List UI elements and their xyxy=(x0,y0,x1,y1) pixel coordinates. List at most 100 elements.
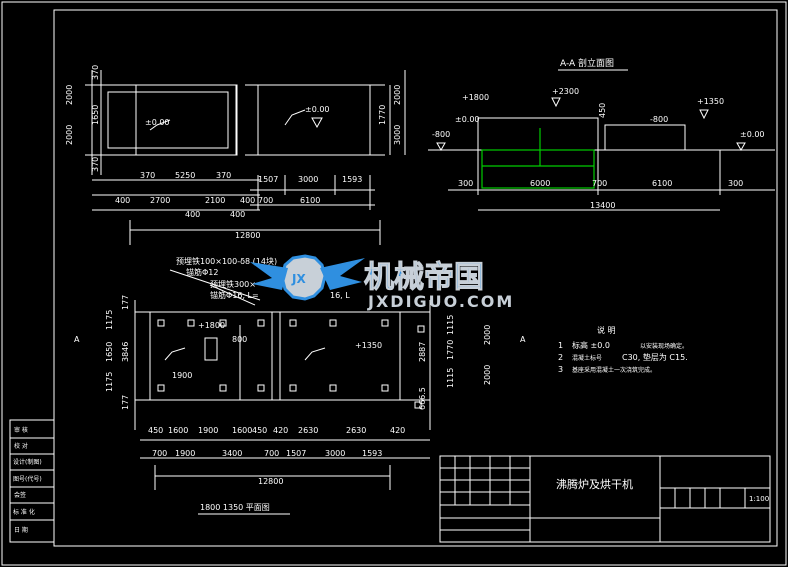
stamp-label: 日 期 xyxy=(14,526,28,534)
dim-text: 420 xyxy=(390,426,405,435)
plan-view xyxy=(134,269,431,490)
annotation-text: 16, L xyxy=(330,291,350,300)
stamp-label: 设计(制图) xyxy=(13,458,42,466)
dim-text: 370 xyxy=(140,171,155,180)
note-text: C30, 垫层为 C15. xyxy=(622,352,688,362)
dim-text: 12800 xyxy=(258,477,283,486)
dim-text: 2630 xyxy=(298,426,318,435)
section-mark: A xyxy=(520,335,526,344)
stamp-label: 校 对 xyxy=(14,442,28,450)
dim-text: 2000 xyxy=(483,365,492,385)
dim-text: 1175 xyxy=(105,310,114,330)
level-label: +2300 xyxy=(552,87,579,96)
dim-text: 177 xyxy=(121,395,130,410)
dim-text: 6000 xyxy=(530,179,550,188)
dim-text: 1650 xyxy=(105,342,114,362)
embedded-plates xyxy=(157,319,425,409)
dim-text: 177 xyxy=(121,295,130,310)
dim-text: 6100 xyxy=(300,196,320,205)
dim-text: 2630 xyxy=(346,426,366,435)
dim-text: 450 xyxy=(598,103,607,118)
stamp-labels: 审 核 校 对 设计(制图) 图号(代号) 会签 标 准 化 日 期 xyxy=(13,426,42,534)
dim-text: 1507 xyxy=(258,175,278,184)
dim-text: 450 xyxy=(252,426,267,435)
top-left-plan-dims: 2000 2000 370 1650 370 ±0.00 370 5250 37… xyxy=(65,65,260,240)
annotation-text: 预埋铁300× xyxy=(210,279,256,289)
level-label: ±0.00 xyxy=(305,105,330,114)
wing-icon xyxy=(250,262,288,290)
dim-text: 6100 xyxy=(652,179,672,188)
level-label: ±0.00 xyxy=(740,130,765,139)
dim-text: 370 xyxy=(216,171,231,180)
dim-text: 2000 xyxy=(483,325,492,345)
dim-text: 400 xyxy=(115,196,130,205)
note-text: 以安装现场确定。 xyxy=(640,342,688,350)
notes-heading: 说 明 xyxy=(597,325,616,335)
notes: 说 明 1 标高 ±0.0 以安装现场确定。 2 混凝土标号 C30, 垫层为 … xyxy=(558,325,688,374)
dim-text: 1770 xyxy=(378,105,387,125)
dim-text: 666.5 xyxy=(418,387,427,410)
level-label: +1800 xyxy=(462,93,489,102)
dim-text: 2000 xyxy=(393,85,402,105)
plan-title: 1800 1350 平面图 xyxy=(200,503,270,512)
watermark: JX 机械帝国 JXDIGUO.COM xyxy=(250,254,514,311)
dim-text: 370 xyxy=(91,157,100,172)
dim-text: 1900 xyxy=(175,449,195,458)
dim-text: 1593 xyxy=(362,449,382,458)
level-label: ±0.00 xyxy=(455,115,480,124)
level-label: +1350 xyxy=(697,97,724,106)
dim-text: 700 xyxy=(592,179,607,188)
dim-text: 1900 xyxy=(172,371,192,380)
drawing-scale: 1:100 xyxy=(749,495,769,503)
foundation-green xyxy=(481,128,595,189)
dim-text: 3400 xyxy=(222,449,242,458)
gear-icon xyxy=(280,254,327,301)
dim-text: 1507 xyxy=(286,449,306,458)
level-label: +1350 xyxy=(355,341,382,350)
plan-view-labels: 预埋铁100×100-δ8 (14块) 锚筋Φ12 预埋铁300× 锚筋Φ16,… xyxy=(74,256,526,512)
dim-text: 300 xyxy=(458,179,473,188)
dim-text: 700 xyxy=(258,196,273,205)
note-text: 混凝土标号 xyxy=(572,354,602,362)
top-left-plan xyxy=(85,70,381,245)
dim-text: 12800 xyxy=(235,231,260,240)
stamp-label: 审 核 xyxy=(14,426,28,434)
top-right-plan xyxy=(245,70,406,210)
dim-text: 2100 xyxy=(205,196,225,205)
dim-text: 1600 xyxy=(232,426,252,435)
dim-text: 400 xyxy=(230,210,245,219)
stamp-label: 图号(代号) xyxy=(13,475,42,483)
dim-text: 3846 xyxy=(121,342,130,362)
dim-text: 1115 xyxy=(446,368,455,388)
dim-text: 2000 xyxy=(65,125,74,145)
note-number: 3 xyxy=(558,365,563,374)
dim-text: 2700 xyxy=(150,196,170,205)
dim-text: 700 xyxy=(152,449,167,458)
dim-text: 13400 xyxy=(590,201,615,210)
note-number: 2 xyxy=(558,353,563,362)
wing-icon xyxy=(320,258,365,290)
section-dims: +1800 +2300 +1350 ±0.00 -800 -800 ±0.00 … xyxy=(432,87,765,210)
dim-text: 1650 xyxy=(91,105,100,125)
drawing-name: 沸腾炉及烘干机 xyxy=(556,477,633,491)
dim-text: 420 xyxy=(273,426,288,435)
dim-text: 2000 xyxy=(65,85,74,105)
brand-url: JXDIGUO.COM xyxy=(367,292,514,311)
dim-text: 1900 xyxy=(198,426,218,435)
stamp-label: 会签 xyxy=(14,491,26,499)
brand-name: 机械帝国 xyxy=(364,260,484,295)
dim-text: 800 xyxy=(232,335,247,344)
level-label: -800 xyxy=(432,130,450,139)
dim-text: 450 xyxy=(148,426,163,435)
level-label: +1800 xyxy=(198,321,225,330)
dim-text: 3000 xyxy=(325,449,345,458)
annotation-text: 锚筋Φ12 xyxy=(186,267,218,277)
title-block xyxy=(439,455,771,543)
dim-text: 3000 xyxy=(298,175,318,184)
dim-text: 1115 xyxy=(446,315,455,335)
dim-text: 700 xyxy=(264,449,279,458)
section-title: A-A 剖立面图 xyxy=(560,57,614,69)
inner-border xyxy=(53,9,778,547)
